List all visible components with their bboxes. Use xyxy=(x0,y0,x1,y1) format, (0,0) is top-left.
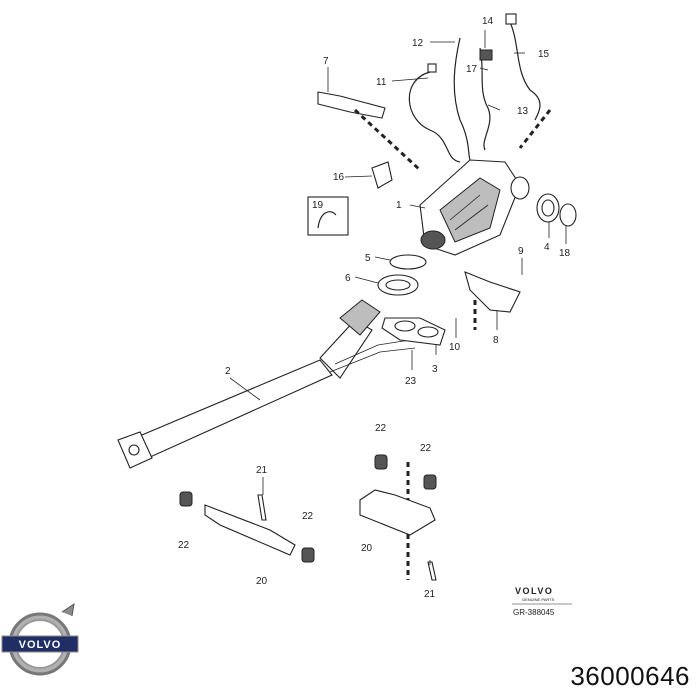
callout-21-left: 21 xyxy=(256,465,268,476)
stamp-subtext: GENUINE PARTS xyxy=(522,597,555,602)
right-hanger xyxy=(359,454,437,581)
callout-labels: 1 2 3 4 5 6 7 8 9 10 11 12 13 14 15 16 1… xyxy=(178,16,571,600)
callout-10: 10 xyxy=(449,342,461,353)
callout-7: 7 xyxy=(323,56,329,67)
callout-6: 6 xyxy=(345,273,351,284)
callout-15: 15 xyxy=(538,49,550,60)
volvo-logo: VOLVO xyxy=(1,602,79,676)
callout-2: 2 xyxy=(225,366,231,377)
callout-18: 18 xyxy=(559,248,571,259)
callout-9: 9 xyxy=(518,246,524,257)
callout-19: 19 xyxy=(312,200,324,211)
detail-box-19 xyxy=(307,196,349,236)
drawing-ref: GR-388045 xyxy=(513,608,555,617)
callout-22-c: 22 xyxy=(375,423,387,434)
callout-22-d: 22 xyxy=(420,443,432,454)
stamp-brand: VOLVO xyxy=(515,586,553,596)
gasket-set xyxy=(377,254,446,346)
callout-8: 8 xyxy=(493,335,499,346)
callout-23: 23 xyxy=(405,376,417,387)
clip-16 xyxy=(371,161,393,189)
logo-text: VOLVO xyxy=(19,639,62,651)
assembly-line xyxy=(353,108,422,172)
callout-leaders xyxy=(229,30,567,565)
callout-22-a: 22 xyxy=(178,540,190,551)
callout-12: 12 xyxy=(412,38,424,49)
callout-13: 13 xyxy=(517,106,529,117)
callout-3: 3 xyxy=(432,364,438,375)
callout-20-right: 20 xyxy=(361,543,373,554)
callout-5: 5 xyxy=(365,253,371,264)
callout-1: 1 xyxy=(396,200,402,211)
callout-22-b: 22 xyxy=(302,511,314,522)
callout-21-right: 21 xyxy=(424,589,436,600)
part-number: 36000646 xyxy=(570,661,690,691)
drawing-stamp: VOLVO GENUINE PARTS GR-388045 xyxy=(512,586,572,617)
clamp-and-gasket xyxy=(536,193,577,227)
gasket-ring xyxy=(389,254,427,270)
callout-4: 4 xyxy=(544,242,550,253)
sensor-wiring xyxy=(408,13,541,163)
callout-20-left: 20 xyxy=(256,576,268,587)
bracket-7 xyxy=(317,91,386,119)
callout-16: 16 xyxy=(333,172,345,183)
clamp-flange-inner xyxy=(385,279,411,291)
catalytic-converter xyxy=(419,159,530,256)
left-hanger xyxy=(179,491,315,563)
callout-14: 14 xyxy=(482,16,494,27)
bracket-8 xyxy=(464,271,521,313)
callout-11: 11 xyxy=(376,77,387,88)
assembly-line xyxy=(518,109,552,149)
callout-17: 17 xyxy=(466,64,478,75)
front-exhaust-pipe xyxy=(117,299,416,469)
clip-19 xyxy=(317,211,337,229)
